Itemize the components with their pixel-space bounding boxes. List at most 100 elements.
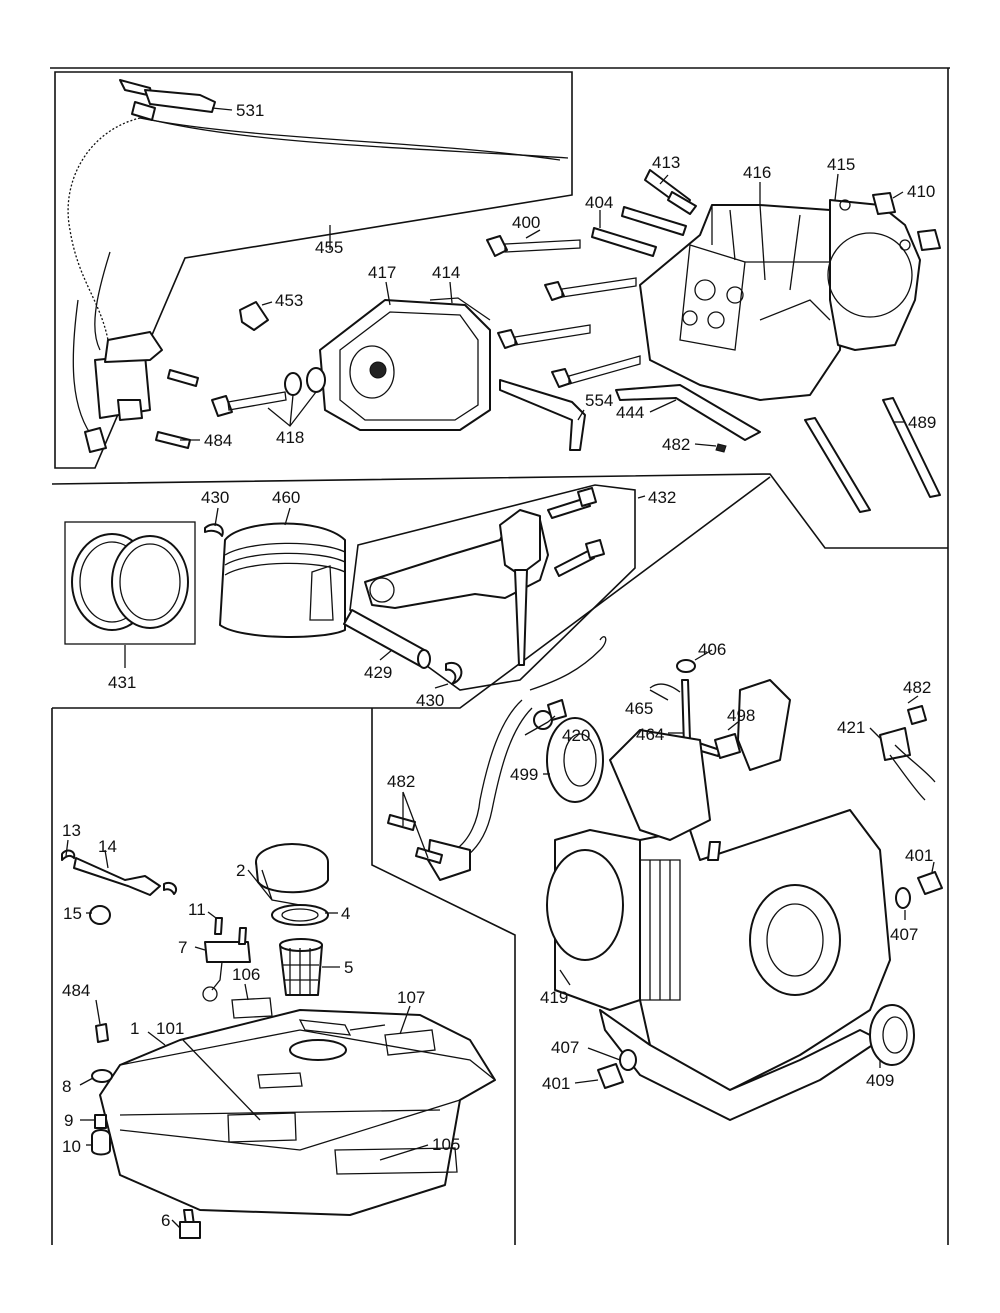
washer <box>676 659 696 673</box>
ignition-coil-assembly <box>67 79 569 453</box>
callout-9: 9 <box>64 1111 73 1130</box>
cylinder-head-assembly <box>155 169 941 513</box>
callout-464: 464 <box>636 725 664 744</box>
head-bolt <box>544 281 565 301</box>
callout-406: 406 <box>698 640 726 659</box>
spark-plug-cap <box>144 89 216 113</box>
callout-432: 432 <box>648 488 676 507</box>
head-bolt <box>497 329 518 349</box>
callout-444: 444 <box>616 403 644 422</box>
washer <box>306 367 326 393</box>
callout-8: 8 <box>62 1077 71 1096</box>
circlip <box>445 661 463 685</box>
tank-nut <box>89 905 111 925</box>
callout-409: 409 <box>866 1071 894 1090</box>
callout-401-lower: 401 <box>542 1074 570 1093</box>
callout-482-right: 482 <box>903 678 931 697</box>
callout-418: 418 <box>276 428 304 447</box>
callout-484-lower: 484 <box>62 981 90 1000</box>
callout-2: 2 <box>236 861 245 880</box>
label-warning <box>257 1072 303 1089</box>
drain-bolt <box>597 1063 624 1089</box>
oil-dipper <box>514 569 528 666</box>
label-101 <box>227 1112 297 1143</box>
callout-5: 5 <box>344 958 353 977</box>
ignition-coil-top <box>104 331 163 363</box>
small-bolt <box>907 705 927 725</box>
collar <box>94 1114 107 1129</box>
callout-421: 421 <box>837 718 865 737</box>
callout-416: 416 <box>743 163 771 182</box>
stud-bolt <box>591 227 657 257</box>
crankcase-assembly <box>387 636 943 1121</box>
fuel-tank-assembly <box>61 843 496 1239</box>
head-gasket <box>829 199 921 351</box>
leader-lines <box>65 107 935 1229</box>
head-bolt <box>551 368 572 388</box>
washer <box>284 372 302 396</box>
callout-430-upper: 430 <box>201 488 229 507</box>
callout-106: 106 <box>232 965 260 984</box>
callout-414: 414 <box>432 263 460 282</box>
callout-484-upper: 484 <box>204 431 232 450</box>
callout-489: 489 <box>908 413 936 432</box>
cylinder-head <box>639 204 846 401</box>
callout-554: 554 <box>585 391 613 410</box>
rod-bolt <box>547 497 591 519</box>
washer <box>619 1049 637 1071</box>
small-bolt <box>167 369 199 387</box>
callout-499: 499 <box>510 765 538 784</box>
long-stud <box>804 417 871 513</box>
label-106 <box>231 997 273 1019</box>
callout-407-lower: 407 <box>551 1038 579 1057</box>
callout-465: 465 <box>625 699 653 718</box>
screw <box>238 927 247 945</box>
callout-413: 413 <box>652 153 680 172</box>
fuel-strainer <box>279 944 323 996</box>
governor-nut <box>714 733 741 759</box>
callout-4: 4 <box>341 904 350 923</box>
piston-ring <box>111 535 189 629</box>
head-bolt <box>486 235 508 257</box>
callout-455: 455 <box>315 238 343 257</box>
callout-6: 6 <box>161 1211 170 1230</box>
crank-bore <box>749 884 841 996</box>
fuel-gauge <box>204 941 251 963</box>
callout-415: 415 <box>827 155 855 174</box>
callout-498: 498 <box>727 706 755 725</box>
small-bolt <box>387 814 416 831</box>
rod-cap <box>499 509 541 576</box>
washer <box>895 887 911 909</box>
rubber-mount <box>91 1129 111 1156</box>
tank-bolt <box>95 1023 109 1043</box>
callout-431: 431 <box>108 673 136 692</box>
callout-460: 460 <box>272 488 300 507</box>
dowel-pin <box>917 229 941 251</box>
rod-bolt <box>554 549 595 577</box>
valve-cover <box>319 299 491 431</box>
callout-7: 7 <box>178 938 187 957</box>
callout-417: 417 <box>368 263 396 282</box>
callout-482-upper: 482 <box>662 435 690 454</box>
earth-terminal <box>84 427 107 453</box>
piston <box>219 522 346 638</box>
circlip <box>204 523 224 537</box>
callout-410: 410 <box>907 182 935 201</box>
callout-105: 105 <box>432 1135 460 1154</box>
callout-531: 531 <box>236 101 264 120</box>
drain-bolt <box>917 871 943 895</box>
hose-clip <box>61 849 76 861</box>
small-bolt <box>155 431 191 449</box>
callout-419: 419 <box>540 988 568 1007</box>
hex-key <box>499 379 586 451</box>
callout-429: 429 <box>364 663 392 682</box>
callout-labels: 531 455 413 416 415 410 400 404 417 414 … <box>62 101 936 1230</box>
callout-453: 453 <box>275 291 303 310</box>
small-bolt <box>415 847 443 864</box>
callout-404: 404 <box>585 193 613 212</box>
crankcase-top <box>609 729 711 841</box>
breather-grommet <box>239 301 269 331</box>
cover-bolt <box>211 395 233 417</box>
oil-seal <box>869 1004 915 1066</box>
filler-neck <box>289 1039 347 1061</box>
